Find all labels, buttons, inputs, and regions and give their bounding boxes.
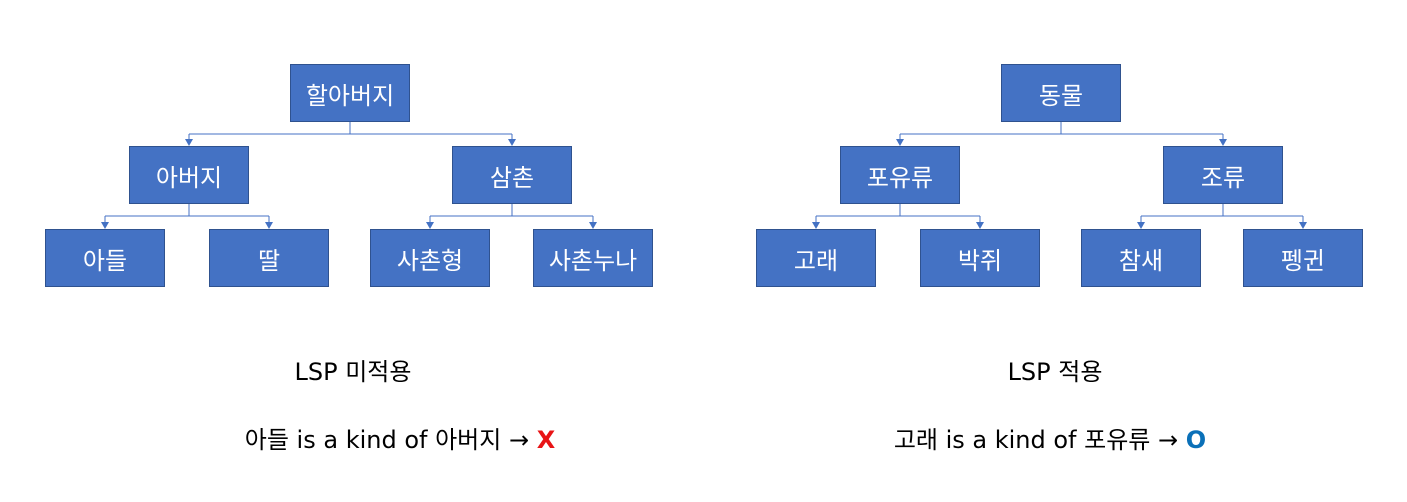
right-statement-text: 고래 is a kind of 포유류 → xyxy=(893,426,1179,454)
right-root-connector-arrow-0 xyxy=(896,139,904,146)
left-statement: 아들 is a kind of 아버지 → X xyxy=(120,420,680,455)
left-a-connector-arrow-1 xyxy=(265,222,273,229)
node-right-b1: 참새 xyxy=(1081,229,1201,287)
node-left-a2: 딸 xyxy=(209,229,329,287)
node-right-a1: 고래 xyxy=(756,229,876,287)
right-statement: 고래 is a kind of 포유류 → O xyxy=(770,420,1330,455)
node-right-a2: 박쥐 xyxy=(920,229,1040,287)
node-right-root: 동물 xyxy=(1001,64,1121,122)
left-verdict-mark: X xyxy=(536,426,556,454)
node-right-a: 포유류 xyxy=(840,146,960,204)
right-a-connector-arrow-0 xyxy=(812,222,820,229)
right-a-connector-arrow-1 xyxy=(976,222,984,229)
node-left-b1: 사촌형 xyxy=(370,229,490,287)
node-left-root: 할아버지 xyxy=(290,64,410,122)
node-right-b2: 펭귄 xyxy=(1243,229,1363,287)
right-verdict-mark: O xyxy=(1185,426,1207,454)
node-left-a: 아버지 xyxy=(129,146,249,204)
node-left-a1: 아들 xyxy=(45,229,165,287)
left-root-connector-arrow-0 xyxy=(185,139,193,146)
left-root-connector-arrow-1 xyxy=(508,139,516,146)
right-title: LSP 적용 xyxy=(1007,358,1103,386)
left-b-connector-arrow-1 xyxy=(589,222,597,229)
left-title: LSP 미적용 xyxy=(294,358,412,386)
right-b-connector-arrow-1 xyxy=(1299,222,1307,229)
left-statement-text: 아들 is a kind of 아버지 → xyxy=(244,426,530,454)
node-left-b2: 사촌누나 xyxy=(533,229,653,287)
left-b-connector-arrow-0 xyxy=(426,222,434,229)
node-right-b: 조류 xyxy=(1163,146,1283,204)
left-a-connector-arrow-0 xyxy=(101,222,109,229)
right-b-connector-arrow-0 xyxy=(1137,222,1145,229)
right-root-connector-arrow-1 xyxy=(1219,139,1227,146)
node-left-b: 삼촌 xyxy=(452,146,572,204)
